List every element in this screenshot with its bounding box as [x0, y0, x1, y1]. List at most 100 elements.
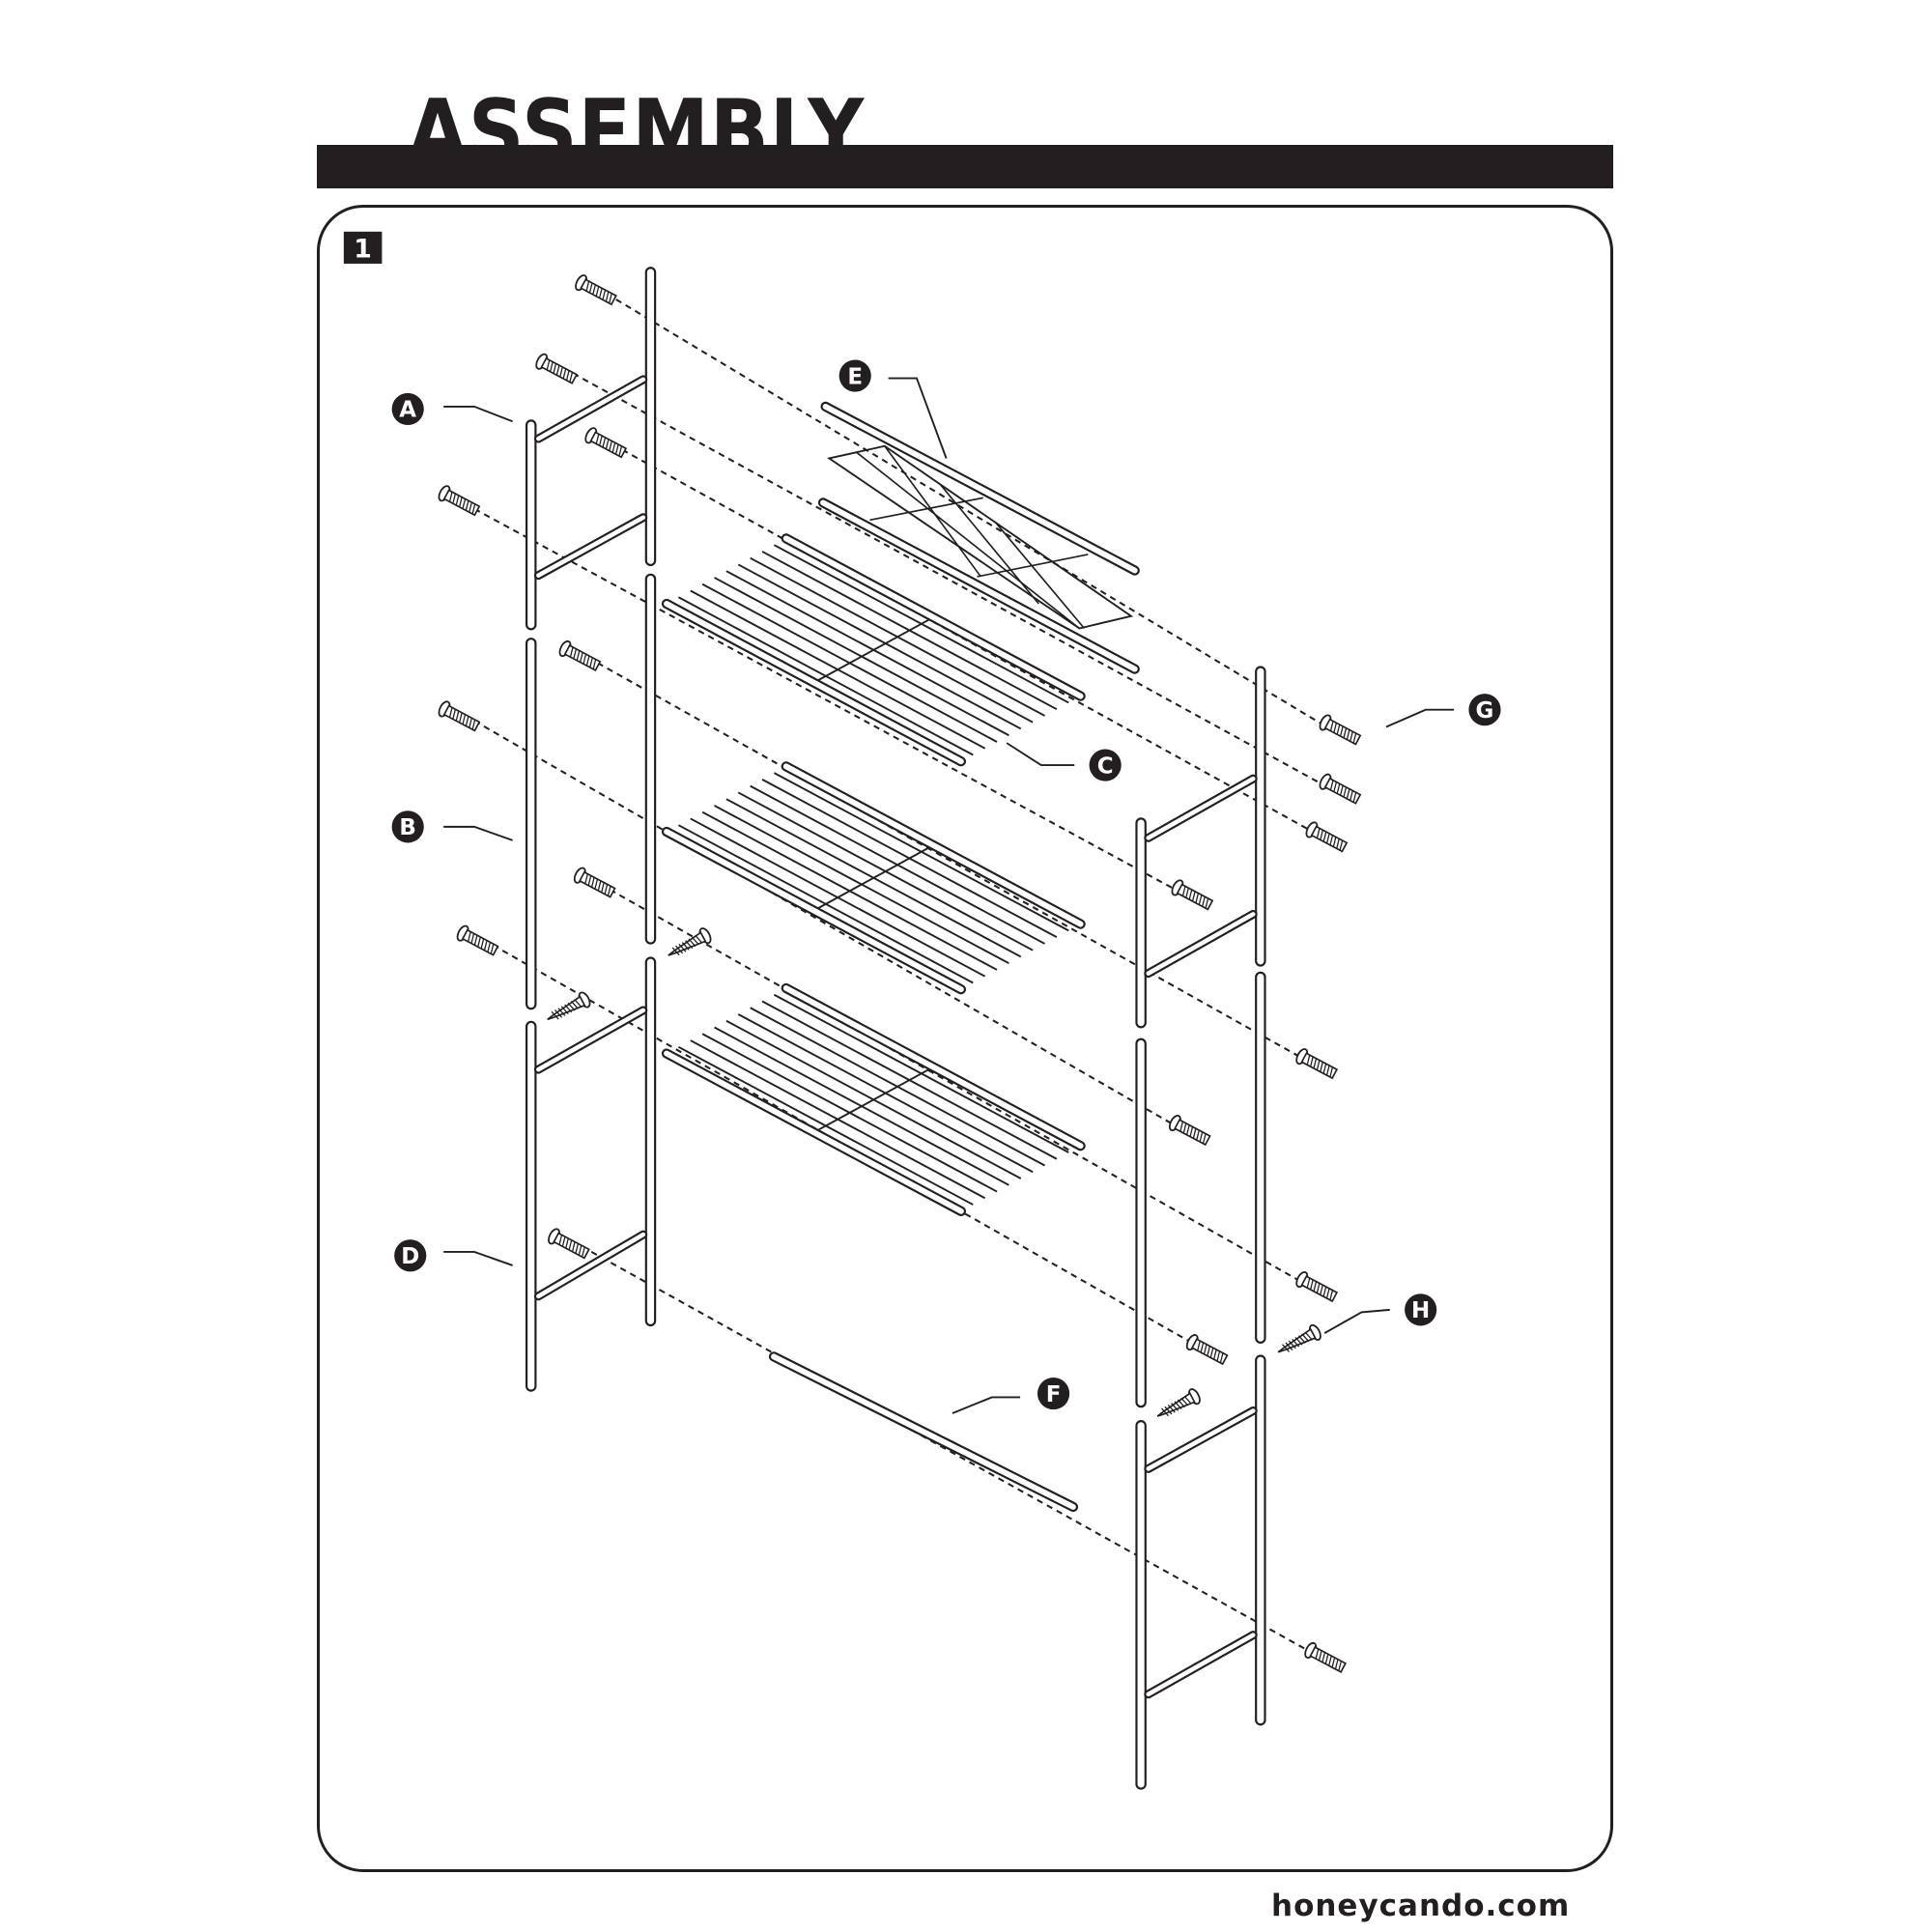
machine-screw-icon: [1168, 1115, 1211, 1147]
wire-shelf: [661, 982, 1086, 1216]
dashed-guide: [473, 507, 1190, 898]
part-label-e: E: [838, 359, 948, 459]
leader-line: [1385, 708, 1455, 728]
crossbar: [533, 513, 648, 581]
label-badge: [394, 1239, 427, 1272]
part-labels: A B C D E F G H: [391, 359, 1501, 1414]
label-badge: [838, 359, 871, 392]
leader-line: [443, 1250, 513, 1266]
top-rail-with-mesh: [817, 401, 1140, 674]
shelf-back-rail: [781, 533, 1086, 701]
step-badge: 1: [343, 231, 383, 265]
mesh-line: [869, 497, 984, 522]
shelf-back-rail: [781, 982, 1086, 1151]
machine-screw-icon: [535, 353, 579, 384]
crossbar: [533, 1230, 648, 1301]
leader-line: [888, 377, 948, 459]
dashed-guide: [473, 720, 1190, 1135]
mesh-line: [977, 554, 1089, 578]
label-letter: C: [1097, 753, 1114, 779]
mesh-line: [994, 522, 1086, 630]
dashed-guide: [615, 298, 1338, 734]
part-label-b: B: [391, 810, 513, 843]
wire-shelf: [661, 761, 1086, 995]
machine-screw-icon: [558, 639, 602, 672]
crossbar: [1144, 1631, 1258, 1699]
label-badge: [391, 392, 424, 426]
machine-screw-icon: [1304, 1641, 1347, 1674]
wood-screw-icon: [1277, 1323, 1321, 1353]
leader-line: [952, 1396, 1021, 1414]
step-panel: [317, 205, 1613, 1872]
label-letter: A: [399, 398, 416, 423]
shelf-front-rail: [661, 1048, 966, 1216]
shelf-back-rail: [781, 761, 1086, 929]
alignment-guides: [473, 298, 1338, 1662]
machine-screw-icon: [1319, 714, 1362, 746]
step-number: 1: [354, 235, 372, 265]
label-letter: G: [1476, 698, 1494, 724]
dashed-guide: [590, 1251, 1325, 1662]
bottom-rail: [768, 1351, 1079, 1513]
top-rail: [820, 401, 1140, 576]
machine-screw-icon: [1185, 1334, 1229, 1366]
dashed-guide: [572, 372, 1338, 794]
mesh-panel: [827, 444, 1134, 630]
label-badge: [391, 810, 424, 843]
crossbar: [1144, 909, 1258, 979]
wood-screw-icon: [1156, 1388, 1201, 1417]
machine-screw-icon: [1319, 773, 1362, 805]
part-label-f: F: [952, 1378, 1070, 1414]
top-rail: [817, 497, 1140, 674]
leader-line: [443, 405, 513, 423]
leader-line: [1006, 742, 1075, 767]
machine-screw-icon: [1171, 879, 1214, 911]
leader-line: [1323, 1308, 1390, 1334]
wire-shelf: [661, 533, 1086, 767]
shelf-brace: [813, 844, 934, 912]
part-label-c: C: [1006, 742, 1122, 781]
shelf-brace: [813, 616, 934, 684]
machine-screw-icon: [1305, 821, 1349, 853]
machine-screw-icon: [1295, 1048, 1339, 1080]
machine-screw-icon: [575, 274, 617, 306]
leader-line: [443, 825, 513, 841]
crossbar: [533, 375, 648, 443]
machine-screw-icon: [456, 924, 499, 956]
crossbar: [533, 1006, 648, 1074]
footer-website: honeycando.com: [1271, 1889, 1571, 1923]
label-letter: H: [1411, 1298, 1430, 1323]
machine-screw-icon: [438, 700, 481, 732]
label-letter: B: [399, 815, 415, 840]
mesh-line: [884, 445, 981, 578]
shelf-front-rail: [661, 598, 966, 767]
machine-screw-icon: [548, 1228, 590, 1260]
machine-screw-icon: [438, 485, 481, 517]
wood-screw-icon: [668, 927, 712, 956]
wood-screw-icon: [547, 991, 591, 1021]
label-letter: D: [401, 1244, 419, 1269]
part-label-d: D: [394, 1239, 513, 1272]
machine-screw-icon: [1295, 1271, 1339, 1303]
mesh-line: [855, 451, 1080, 630]
part-label-g: G: [1385, 694, 1501, 728]
label-badge: [1089, 749, 1122, 781]
frames: [526, 267, 1266, 1790]
crossbar: [1144, 774, 1258, 842]
label-letter: F: [1046, 1382, 1062, 1407]
label-badge: [1405, 1293, 1437, 1326]
screws: [438, 274, 1362, 1674]
label-badge: [1468, 694, 1501, 726]
machine-screw-icon: [584, 427, 628, 459]
shelf-brace: [813, 1065, 934, 1134]
shelves: [661, 401, 1140, 1513]
label-badge: [1037, 1378, 1070, 1410]
part-label-a: A: [391, 392, 513, 426]
label-letter: E: [847, 364, 863, 389]
crossbar: [1144, 1406, 1258, 1473]
dashed-guide: [609, 889, 1317, 1292]
dashed-guide: [597, 662, 1317, 1067]
machine-screw-icon: [573, 867, 616, 898]
header-divider-bar: [317, 145, 1613, 188]
